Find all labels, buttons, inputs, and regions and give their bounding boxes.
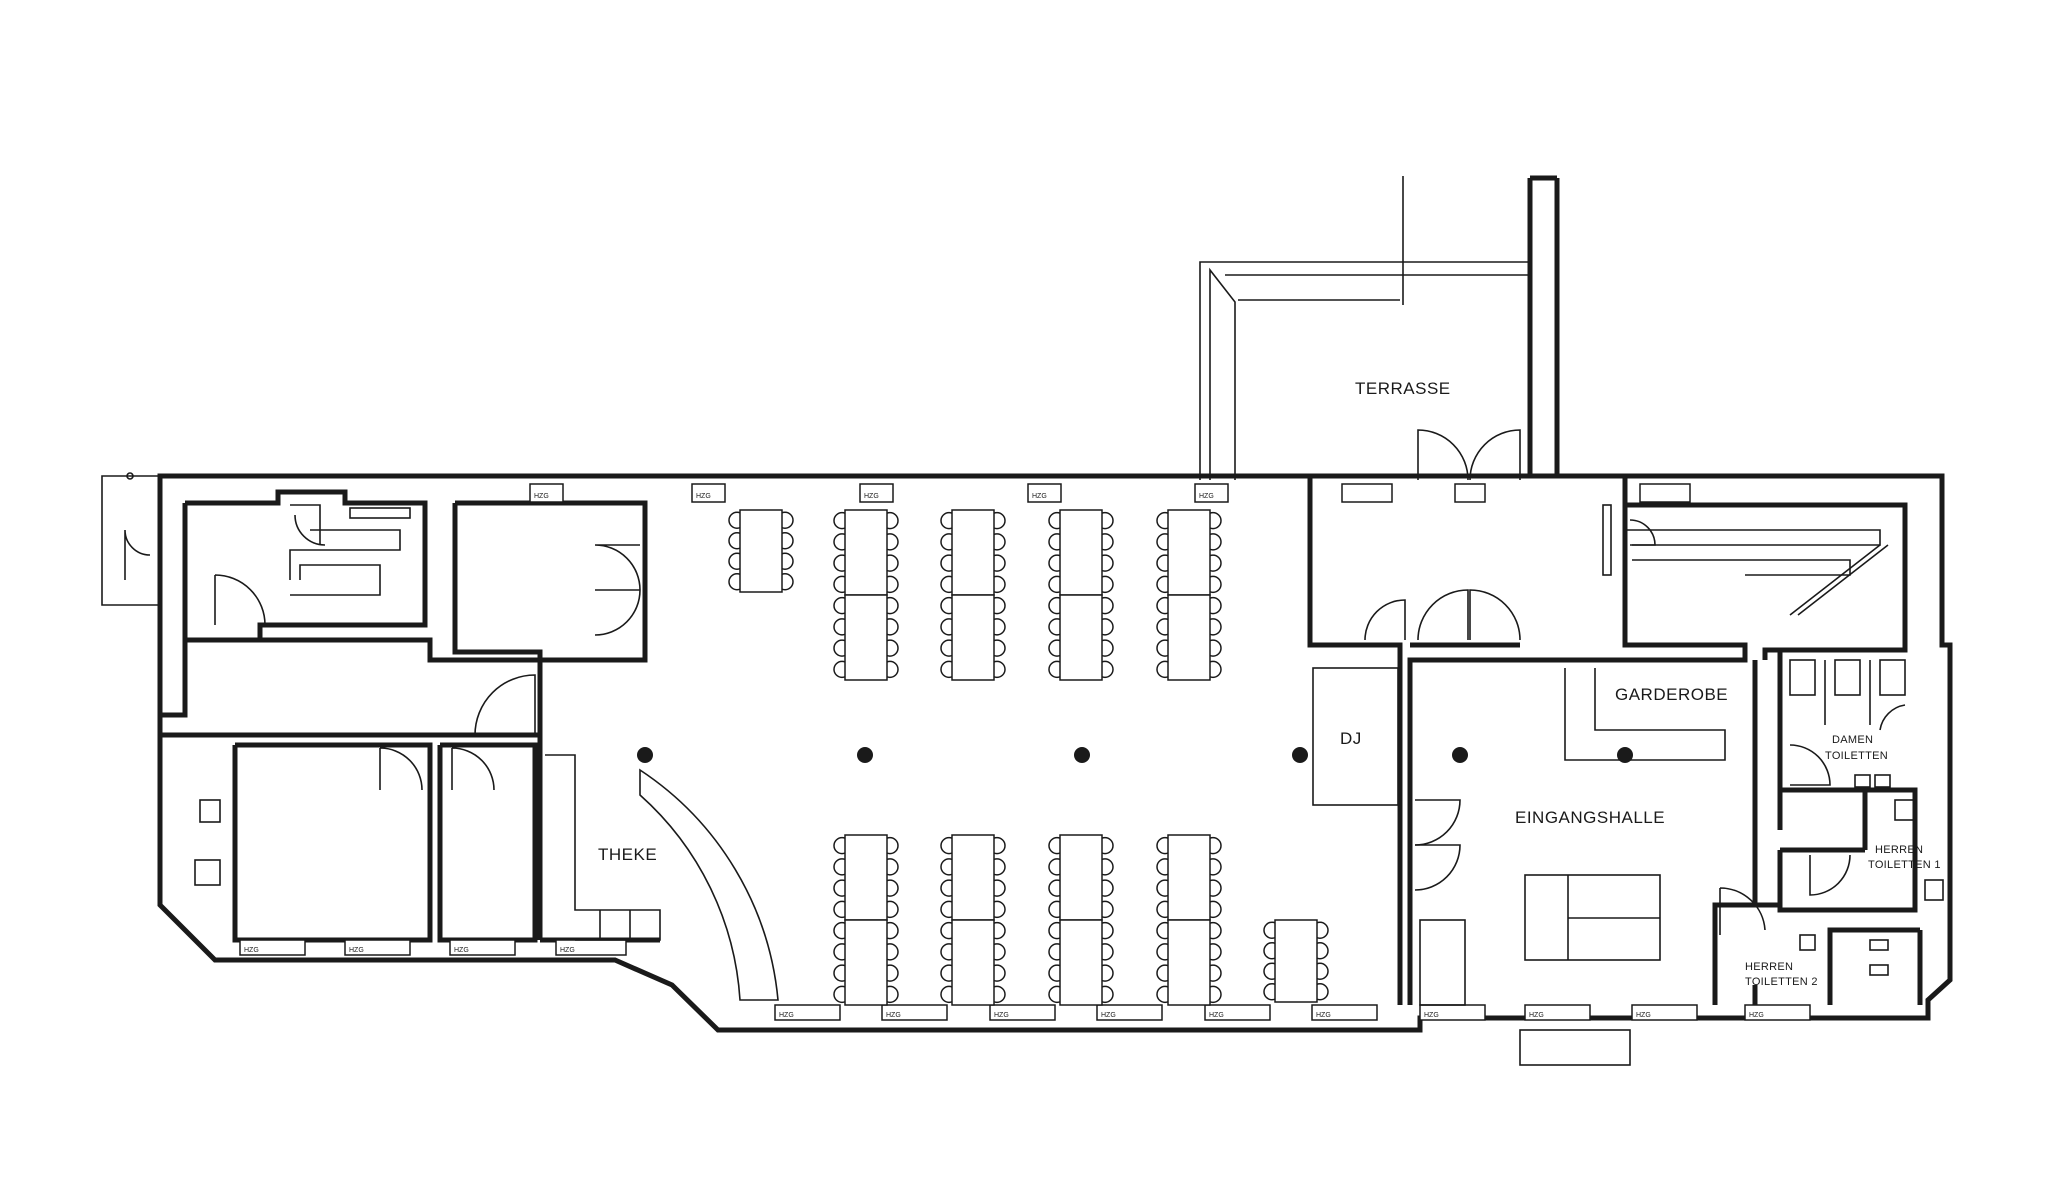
columns <box>637 747 1633 763</box>
table-with-chairs <box>833 594 899 681</box>
radiator-label: HZG <box>696 493 711 500</box>
cloakroom-counter <box>1564 668 1726 761</box>
radiator-label: HZG <box>779 1012 794 1019</box>
windows-top <box>529 483 1691 503</box>
table-with-chairs <box>940 594 1006 681</box>
table-with-chairs <box>1048 834 1114 921</box>
banquet-tables <box>728 509 1329 1006</box>
radiator-label: HZG <box>1199 493 1214 500</box>
interior-walls <box>160 473 1923 1018</box>
radiator-label: HZG <box>1032 493 1047 500</box>
radiator-label: HZG <box>1316 1012 1331 1019</box>
radiator-label: HZG <box>454 947 469 954</box>
table-with-chairs <box>833 834 899 921</box>
table-with-chairs <box>833 919 899 1006</box>
table-with-chairs <box>1048 509 1114 596</box>
radiator-label: HZG <box>1101 1012 1116 1019</box>
label-eingangshalle: EINGANGSHALLE <box>1515 808 1665 827</box>
entrance-steps <box>1519 1029 1631 1066</box>
radiator-label: HZG <box>1636 1012 1651 1019</box>
label-herren-toiletten-1: TOILETTEN 1 <box>1868 859 1941 871</box>
table-with-chairs <box>1156 919 1222 1006</box>
radiator-label: HZG <box>886 1012 901 1019</box>
label-herren-1: HERREN <box>1875 844 1923 856</box>
table-with-chairs <box>940 834 1006 921</box>
dj-booth <box>1312 667 1399 806</box>
label-herren-toiletten-2: TOILETTEN 2 <box>1745 976 1818 988</box>
bar-counter <box>545 754 779 1001</box>
table-with-chairs <box>1263 919 1329 1003</box>
radiator-label: HZG <box>994 1012 1009 1019</box>
radiator-label: HZG <box>534 493 549 500</box>
label-theke: THEKE <box>598 845 657 864</box>
table-with-chairs <box>833 509 899 596</box>
windows-bottom <box>239 939 1811 1021</box>
west-porch <box>101 472 160 606</box>
radiator-label: HZG <box>1424 1012 1439 1019</box>
room-labels: TERRASSE GARDEROBE DJ THEKE EINGANGSHALL… <box>598 379 1941 988</box>
table-with-chairs <box>1048 919 1114 1006</box>
table-with-chairs <box>1156 834 1222 921</box>
toilet-fixtures <box>194 659 1944 976</box>
table-with-chairs <box>728 509 794 593</box>
table-with-chairs <box>1156 509 1222 596</box>
radiator-label: HZG <box>1749 1012 1764 1019</box>
table-with-chairs <box>1156 594 1222 681</box>
radiator-label: HZG <box>1529 1012 1544 1019</box>
doors <box>214 429 1906 935</box>
radiator-label: HZG <box>1209 1012 1224 1019</box>
label-damen: DAMEN <box>1832 734 1873 746</box>
radiator-label: HZG <box>244 947 259 954</box>
entrance-seating <box>1419 874 1661 1006</box>
stairs-ne <box>1602 504 1889 616</box>
stairs-nw <box>289 504 411 596</box>
radiator-label: HZG <box>349 947 364 954</box>
label-garderobe: GARDEROBE <box>1615 685 1728 704</box>
terrace-outline <box>1199 176 1530 480</box>
radiator-label: HZG <box>864 493 879 500</box>
label-terrasse: TERRASSE <box>1355 379 1451 398</box>
radiator-label: HZG <box>560 947 575 954</box>
label-herren-2: HERREN <box>1745 961 1793 973</box>
label-damen-toiletten: TOILETTEN <box>1825 750 1888 762</box>
table-with-chairs <box>940 919 1006 1006</box>
table-with-chairs <box>940 509 1006 596</box>
label-dj: DJ <box>1340 729 1362 748</box>
window-labels: HZG HZG HZG HZG HZG HZG HZG HZG HZG HZG … <box>244 493 1764 1019</box>
table-with-chairs <box>1048 594 1114 681</box>
